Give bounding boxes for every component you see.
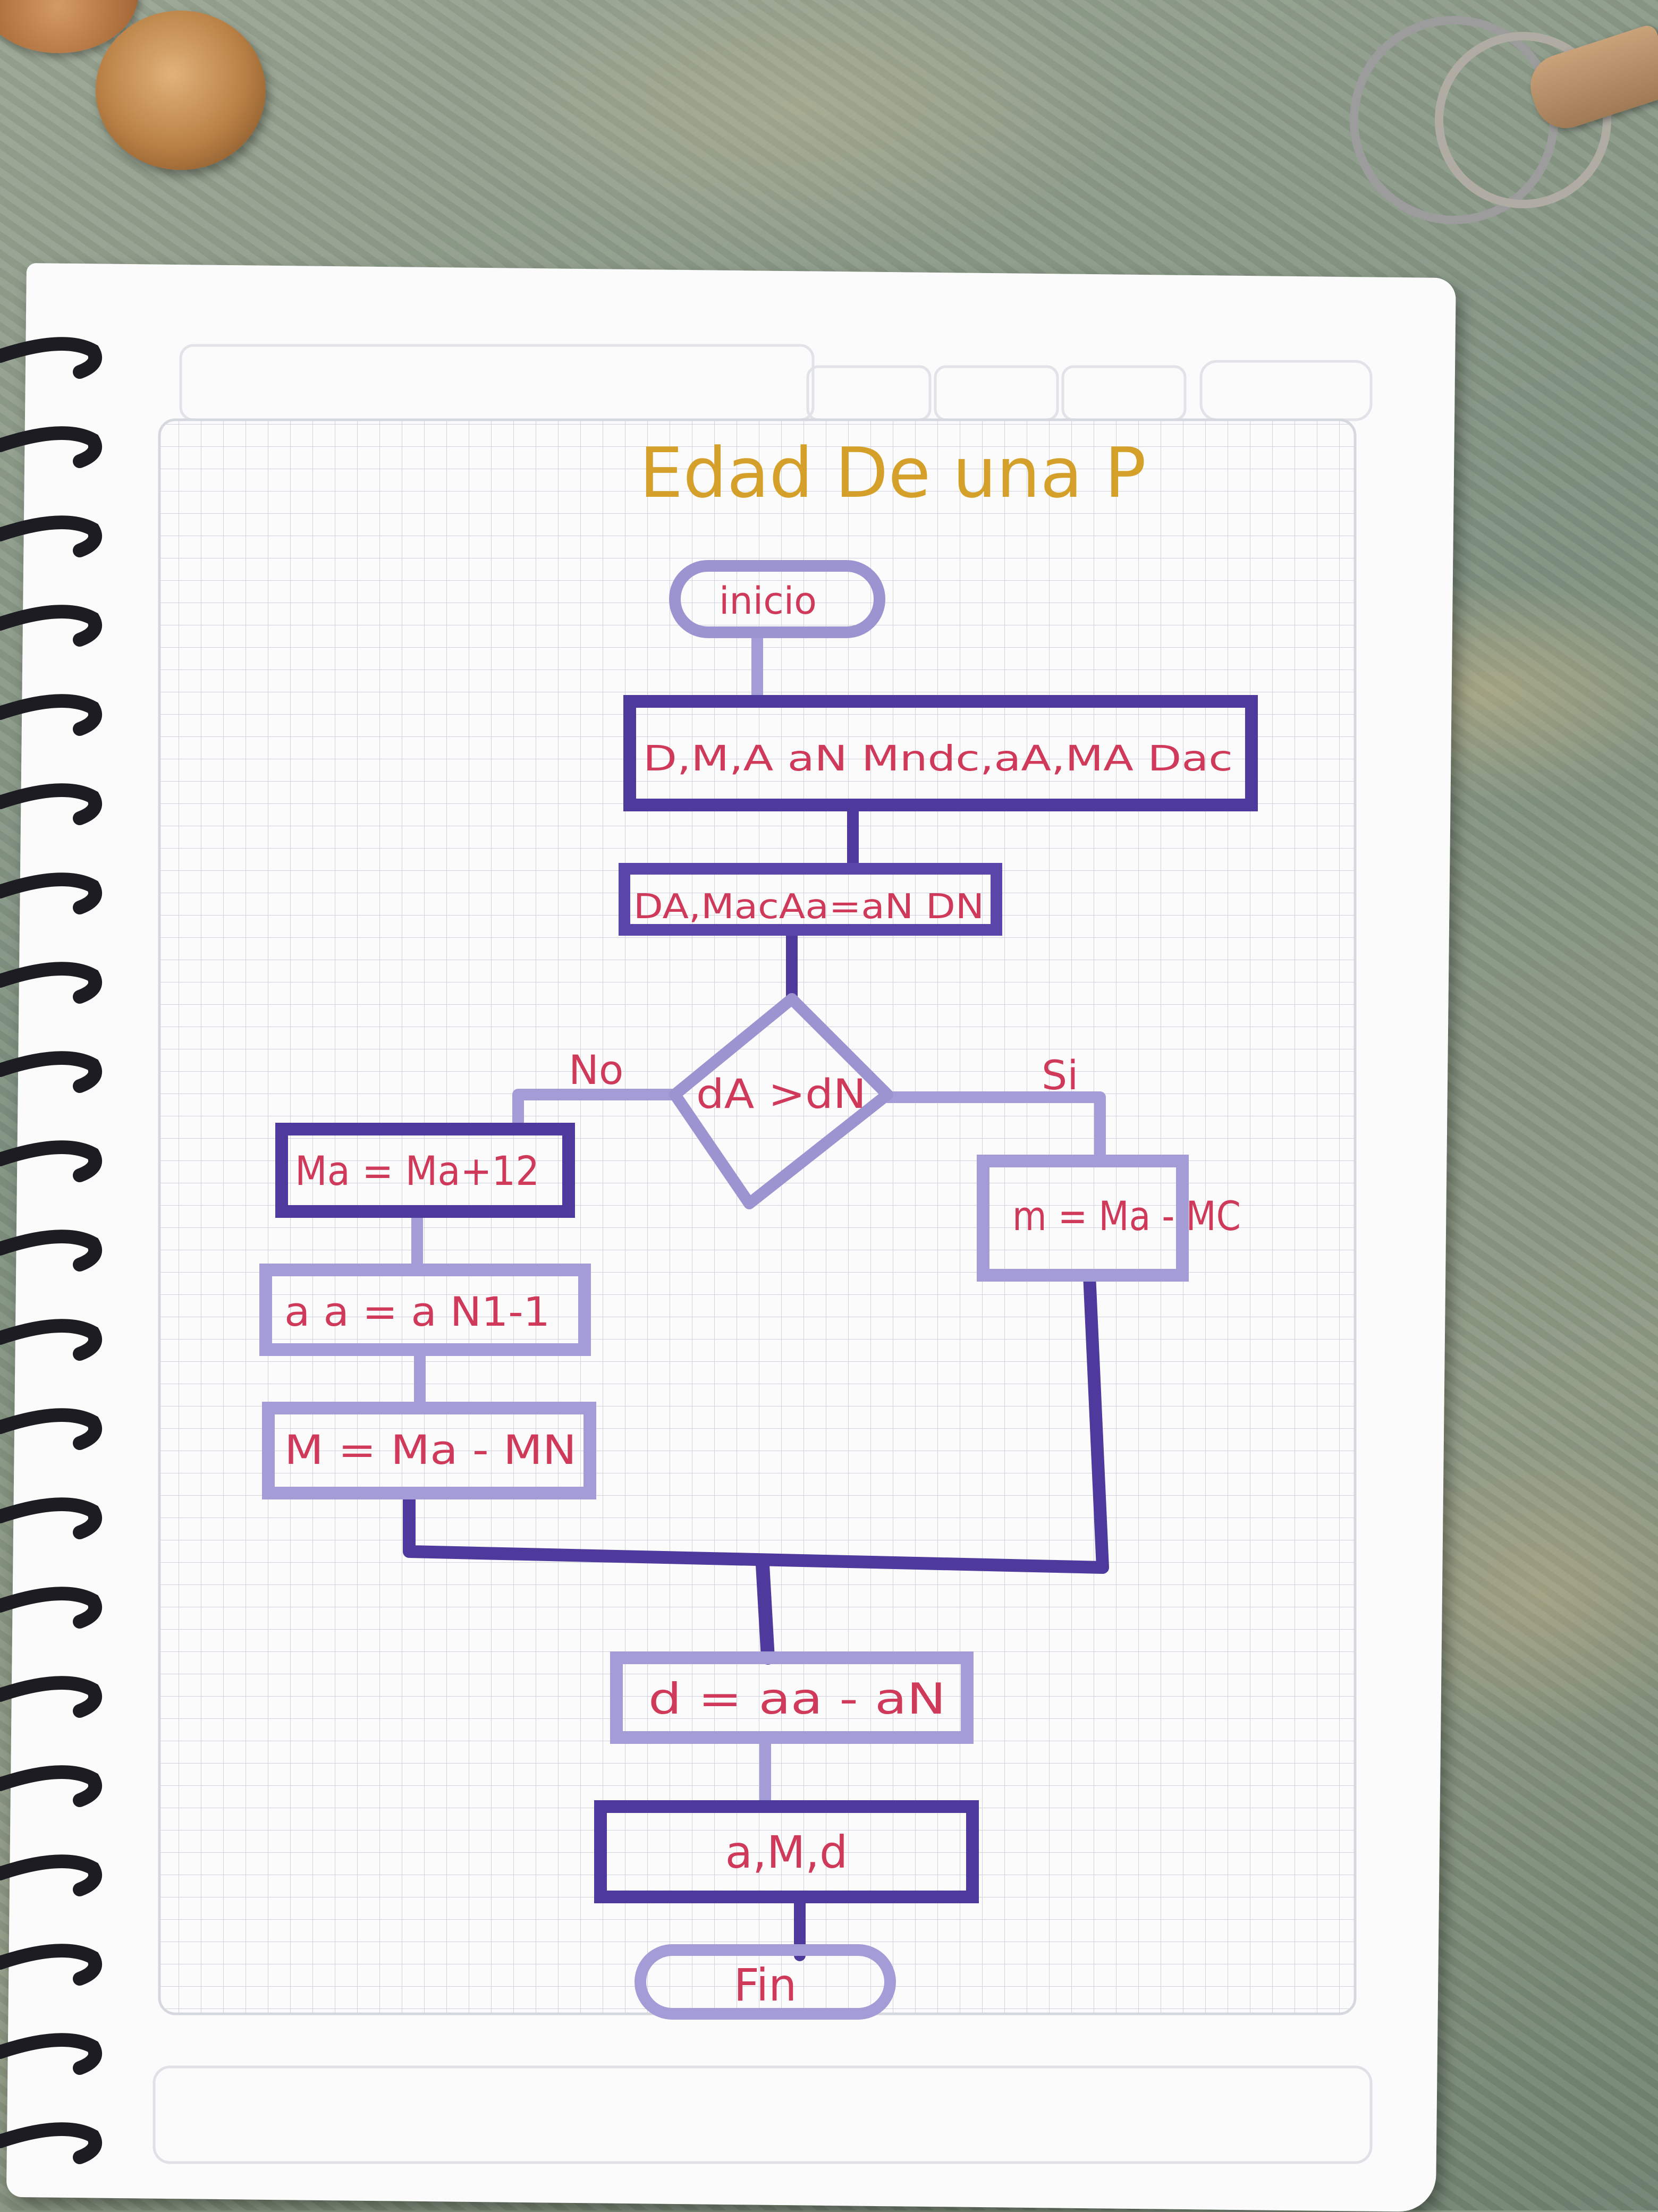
spiral-coil	[0, 2033, 102, 2075]
notebook-header-field	[806, 365, 932, 421]
spiral-coil	[0, 605, 102, 647]
spiral-coil	[0, 1944, 102, 1986]
process-box-compute: d = aa - aN	[610, 1651, 974, 1744]
end-terminal: Fin	[635, 1944, 896, 2020]
svg-text:M = Ma - MN: M = Ma - MN	[284, 1426, 577, 1473]
spiral-coil	[0, 1140, 102, 1182]
svg-text:Fin: Fin	[734, 1959, 797, 2011]
notebook-footer-field	[153, 2065, 1373, 2164]
notebook-spiral	[0, 337, 102, 2164]
input-box-2: DA,MacAa=aN DN	[619, 863, 1002, 936]
start-terminal: inicio	[669, 560, 885, 638]
svg-text:dA >dN: dA >dN	[696, 1070, 866, 1117]
notebook-header-field	[934, 365, 1059, 421]
flowchart-connectors	[403, 629, 1109, 1961]
notebook-header-field	[1199, 360, 1373, 421]
coin	[96, 11, 266, 170]
process-box-left-3: M = Ma - MN	[262, 1402, 596, 1499]
svg-text:Ma = Ma+12: Ma = Ma+12	[295, 1147, 539, 1194]
spiral-coil	[0, 962, 102, 1004]
svg-text:d = aa - aN: d = aa - aN	[648, 1674, 946, 1724]
svg-text:D,M,A aN Mndc,aA,MA Dac: D,M,A aN Mndc,aA,MA Dac	[643, 738, 1233, 779]
spiral-coil	[0, 783, 102, 825]
spiral-coil	[0, 872, 102, 914]
decision-diamond: dA >dN	[669, 993, 893, 1209]
flowchart-title: Edad De una P	[639, 433, 1146, 513]
spiral-coil	[0, 1854, 102, 1896]
branch-label-no: No	[569, 1046, 623, 1094]
process-box-left-2: a a = a N1-1	[259, 1264, 591, 1356]
spiral-coil	[0, 1051, 102, 1093]
process-box-right: m = Ma - MC	[977, 1155, 1241, 1282]
spiral-coil	[0, 1408, 102, 1450]
output-box: a,M,d	[594, 1800, 979, 1903]
svg-text:a,M,d: a,M,d	[725, 1826, 848, 1878]
spiral-coil	[0, 694, 102, 736]
spiral-coil	[0, 1230, 102, 1272]
input-box: D,M,A aN Mndc,aA,MA Dac	[623, 695, 1258, 811]
spiral-coil	[0, 1319, 102, 1361]
spiral-coil	[0, 1587, 102, 1629]
spiral-coil	[0, 1676, 102, 1718]
svg-text:inicio: inicio	[719, 579, 817, 623]
process-box-left-1: Ma = Ma+12	[275, 1123, 575, 1218]
svg-text:a a = a N1-1: a a = a N1-1	[284, 1288, 550, 1335]
notebook-header-field	[179, 344, 815, 421]
spiral-coil	[0, 1765, 102, 1807]
spiral-coil	[0, 1497, 102, 1539]
svg-text:DA,MacAa=aN DN: DA,MacAa=aN DN	[633, 887, 984, 927]
branch-label-yes: Si	[1042, 1052, 1078, 1099]
notebook-header-field	[1061, 365, 1187, 421]
svg-text:m = Ma - MC: m = Ma - MC	[1012, 1192, 1241, 1240]
spiral-coil	[0, 426, 102, 468]
spiral-coil	[0, 2122, 102, 2164]
spiral-coil	[0, 337, 102, 379]
spiral-coil	[0, 515, 102, 557]
